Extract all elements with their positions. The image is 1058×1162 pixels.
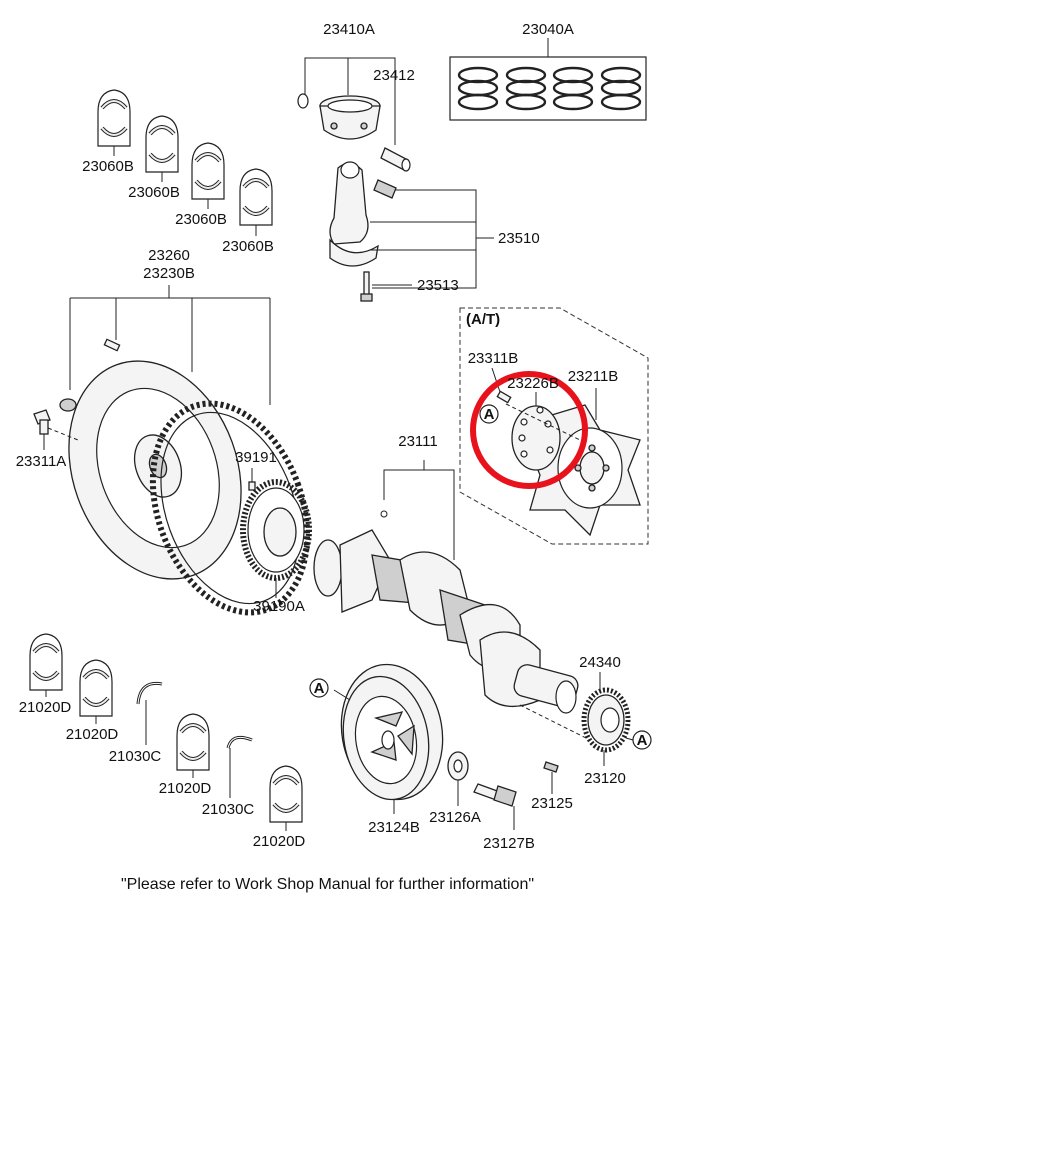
lower-main-bearings bbox=[29, 633, 303, 831]
piston-ring-set bbox=[449, 38, 647, 121]
ref-a-label-1: A bbox=[484, 406, 495, 423]
ref-marker-a: A bbox=[479, 404, 499, 424]
at-section-label: (A/T) bbox=[466, 311, 500, 328]
part-number-23412: 23412 bbox=[373, 67, 415, 84]
bearing-shell-pair bbox=[176, 713, 210, 778]
part-number-23510: 23510 bbox=[498, 230, 540, 247]
woodruff-key bbox=[543, 761, 559, 794]
part-number-23126A: 23126A bbox=[429, 809, 481, 826]
ref-marker-a: A bbox=[632, 730, 652, 750]
part-number-23124B: 23124B bbox=[368, 819, 420, 836]
piston-ring bbox=[552, 93, 594, 111]
at-drive-plate-box bbox=[459, 307, 649, 545]
part-number-21020D: 21020D bbox=[253, 833, 306, 850]
bearing-shell-pair bbox=[79, 659, 113, 724]
crank-sprocket bbox=[581, 672, 634, 766]
part-number-23040A: 23040A bbox=[522, 21, 574, 38]
part-number-23060B: 23060B bbox=[222, 238, 274, 255]
part-number-23211B: 23211B bbox=[568, 368, 619, 385]
pulley-bolt bbox=[473, 783, 517, 830]
bearing-shell-pair bbox=[239, 168, 273, 236]
flywheel-assembly bbox=[33, 285, 311, 616]
bearing-shell-pair bbox=[269, 765, 303, 831]
part-number-23111: 23111 bbox=[398, 433, 438, 450]
crank-pulley bbox=[333, 663, 444, 814]
ref-marker-a: A bbox=[309, 678, 329, 698]
bearing-shell-pair bbox=[145, 115, 179, 182]
piston-ring bbox=[600, 93, 642, 111]
part-number-23513: 23513 bbox=[417, 277, 459, 294]
part-number-23060B: 23060B bbox=[128, 184, 180, 201]
highlight-circle bbox=[470, 371, 588, 489]
bearing-shell-pair bbox=[191, 142, 225, 209]
part-number-24340: 24340 bbox=[579, 654, 621, 671]
ref-a-label-3: A bbox=[637, 732, 648, 749]
part-number-21030C: 21030C bbox=[109, 748, 162, 765]
part-number-23120: 23120 bbox=[584, 770, 626, 787]
piston-assembly bbox=[297, 57, 494, 302]
part-number-39191: 39191 bbox=[235, 449, 277, 466]
piston-ring bbox=[505, 93, 547, 111]
part-number-23410A: 23410A bbox=[323, 21, 375, 38]
part-number-23311B: 23311B bbox=[468, 350, 519, 367]
bearing-shell-pair bbox=[97, 89, 131, 156]
pulley-washer bbox=[447, 751, 469, 806]
piston-ring bbox=[457, 93, 499, 111]
ref-a-label-2: A bbox=[314, 680, 325, 697]
part-number-21030C: 21030C bbox=[202, 801, 255, 818]
part-number-23230B: 23230B bbox=[143, 265, 195, 282]
part-number-23060B: 23060B bbox=[175, 211, 227, 228]
part-number-23260: 23260 bbox=[148, 247, 190, 264]
sensor-wheel bbox=[240, 468, 312, 598]
crankshaft bbox=[313, 460, 591, 741]
bearing-shell-pair bbox=[29, 633, 63, 697]
part-number-23311A: 23311A bbox=[16, 453, 67, 470]
footer-note: "Please refer to Work Shop Manual for fu… bbox=[121, 876, 534, 893]
part-number-21020D: 21020D bbox=[159, 780, 212, 797]
part-number-23127B: 23127B bbox=[483, 835, 535, 852]
part-number-39190A: 39190A bbox=[253, 598, 305, 615]
part-number-21020D: 21020D bbox=[19, 699, 72, 716]
part-number-23226B: 23226B bbox=[507, 375, 559, 392]
part-number-23125: 23125 bbox=[531, 795, 573, 812]
part-number-23060B: 23060B bbox=[82, 158, 134, 175]
part-number-21020D: 21020D bbox=[66, 726, 119, 743]
upper-main-bearings bbox=[97, 89, 273, 236]
